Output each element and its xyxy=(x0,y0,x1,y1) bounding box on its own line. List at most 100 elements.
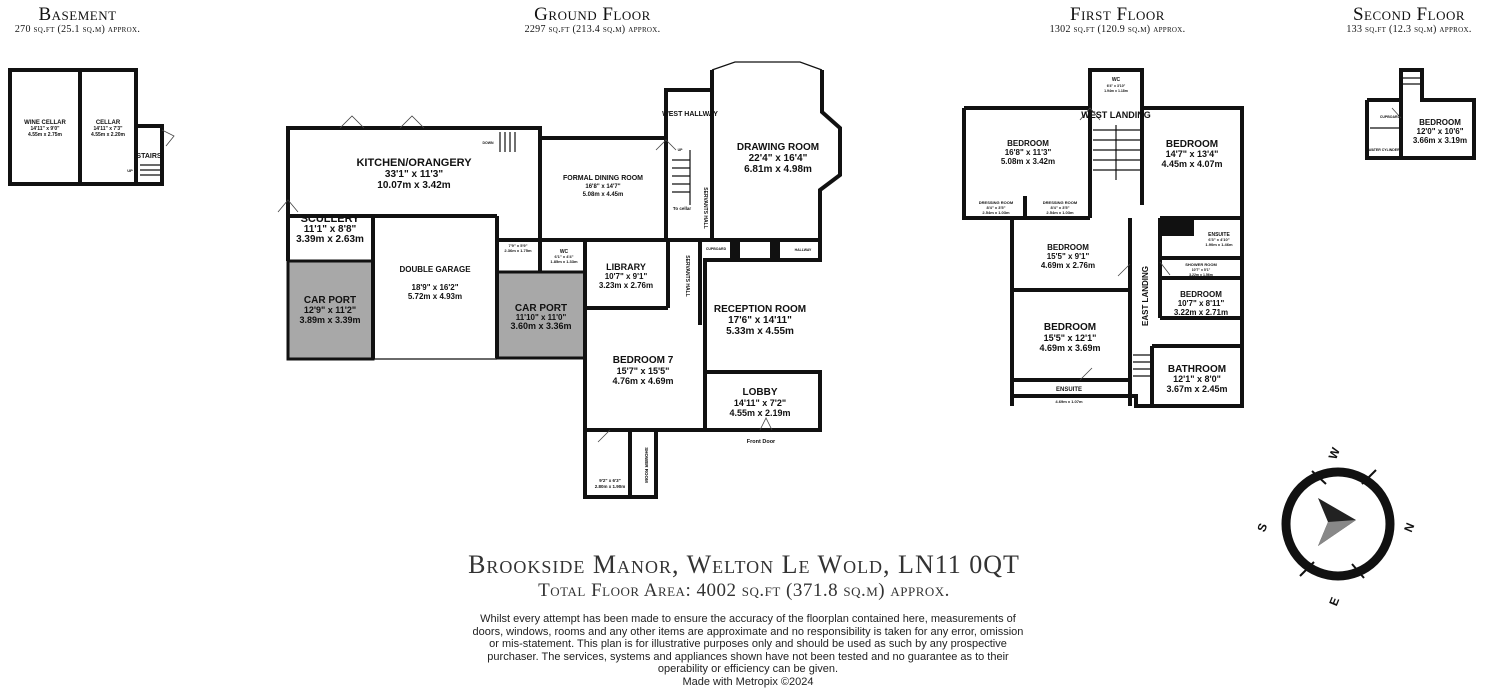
ensuite2-metric: 4.69m x 1.07m xyxy=(1055,399,1083,404)
boiler-imperial: 7'9" x 5'9" xyxy=(508,243,527,248)
car-port-1-metric: 3.89m x 3.39m xyxy=(299,315,360,325)
ground-up-label: UP xyxy=(678,148,684,152)
property-address: Brookside Manor, Welton Le Wold, LN11 0Q… xyxy=(468,550,1020,579)
metropix-credit: Made with Metropix ©2024 xyxy=(682,676,814,688)
basement-plan xyxy=(8,68,175,186)
second-floor-plan xyxy=(1365,68,1476,160)
lobby-metric: 4.55m x 2.19m xyxy=(729,408,790,418)
reception-imperial: 17'6" x 14'11" xyxy=(728,315,792,326)
bed-f3-name: BEDROOM xyxy=(1047,243,1089,252)
garage-imperial: 18'9" x 16'2" xyxy=(412,283,459,292)
bed-f1-imperial: 16'8" x 11'3" xyxy=(1005,148,1052,157)
library-imperial: 10'7" x 9'1" xyxy=(605,272,648,281)
dress1-imperial: 8'4" x 3'5" xyxy=(986,205,1005,210)
shower-first-metric: 3.22m x 1.56m xyxy=(1189,273,1213,277)
reception-name: RECEPTION ROOM xyxy=(714,304,806,315)
scullery-imperial: 11'1" x 8'8" xyxy=(304,224,357,235)
library-name: LIBRARY xyxy=(606,262,646,272)
car-port-2-imperial: 11'10" x 11'0" xyxy=(516,313,567,322)
wc-ground-metric: 1.85m x 1.33m xyxy=(550,259,578,264)
dress2-imperial: 8'4" x 3'5" xyxy=(1050,205,1069,210)
small-room-imperial: 9'2" x 6'3" xyxy=(599,478,620,483)
bathroom-metric: 3.67m x 2.45m xyxy=(1166,384,1227,394)
dress1-name: DRESSING ROOM xyxy=(979,200,1014,205)
wc-first-metric: 1.94m x 1.18m xyxy=(1104,89,1128,93)
shower-ground-name: SHOWER ROOM xyxy=(644,447,649,483)
ground-floor-title: Ground Floor xyxy=(534,4,651,25)
scullery-name: SCULLERY xyxy=(301,213,361,225)
bed-f1-metric: 5.08m x 3.42m xyxy=(1001,157,1055,166)
compass-rose-icon xyxy=(1281,467,1395,581)
second-floor-title: Second Floor xyxy=(1352,4,1466,25)
ensuite1-metric: 1.90m x 1.46m xyxy=(1205,242,1233,247)
second-floor-area: 133 sq.ft (12.3 sq.m) approx. xyxy=(1346,24,1472,35)
compass-n: N xyxy=(1401,521,1417,534)
wc-ground-name: WC xyxy=(560,249,569,255)
shower-first-name: SHOWER ROOM xyxy=(1185,262,1217,267)
bed-f1-name: BEDROOM xyxy=(1007,139,1049,148)
library-metric: 3.23m x 2.76m xyxy=(599,281,653,290)
bed-f2-imperial: 14'7" x 13'4" xyxy=(1166,149,1219,159)
car-port-1-imperial: 12'9" x 11'2" xyxy=(304,305,356,315)
boiler-metric: 2.36m x 1.75m xyxy=(504,248,532,253)
dress2-metric: 2.54m x 1.03m xyxy=(1046,210,1074,215)
drawing-name: DRAWING ROOM xyxy=(737,142,819,153)
car-port-2-name: CAR PORT xyxy=(515,303,567,314)
water-cylinder-label: WATER CYLINDER xyxy=(1368,148,1400,152)
kitchen-metric: 10.07m x 3.42m xyxy=(377,180,450,191)
car-port-2-metric: 3.60m x 3.36m xyxy=(510,321,571,331)
bathroom-imperial: 12'1" x 8'0" xyxy=(1173,374,1221,384)
cupboard-2-label: CUPBOARD xyxy=(1380,115,1401,119)
drawing-metric: 6.81m x 4.98m xyxy=(744,164,812,175)
dress2-name: DRESSING ROOM xyxy=(1043,200,1078,205)
bed-f3-metric: 4.69m x 2.76m xyxy=(1041,261,1095,270)
total-floor-area: Total Floor Area: 4002 sq.ft (371.8 sq.m… xyxy=(538,580,950,601)
ground-down-label: DOWN xyxy=(482,141,494,145)
bed-f5-metric: 4.69m x 3.69m xyxy=(1039,343,1100,353)
front-door-label: Front Door xyxy=(747,439,776,445)
dining-imperial: 16'8" x 14'7" xyxy=(585,184,620,190)
car-port-1-name: CAR PORT xyxy=(304,295,356,306)
ensuite1-imperial: 6'3" x 4'10" xyxy=(1208,237,1229,242)
drawing-imperial: 22'4" x 16'4" xyxy=(749,153,808,164)
lobby-name: LOBBY xyxy=(743,387,778,398)
bed-s1-name: BEDROOM xyxy=(1419,118,1461,127)
east-landing-name: EAST LANDING xyxy=(1141,266,1150,326)
bedroom7-imperial: 15'7" x 15'5" xyxy=(617,366,670,376)
servants-hall-2-label: SERVANTS HALL xyxy=(684,255,690,296)
garage-name: DOUBLE GARAGE xyxy=(399,265,471,274)
ensuite1-name: ENSUITE xyxy=(1208,232,1230,238)
first-floor-plan xyxy=(962,68,1244,408)
kitchen-name: KITCHEN/ORANGERY xyxy=(356,157,472,169)
dress1-metric: 2.54m x 1.03m xyxy=(982,210,1010,215)
bed-f4-name: BEDROOM xyxy=(1180,290,1222,299)
ground-floor-plan xyxy=(277,61,842,499)
wine-cellar-name: WINE CELLAR xyxy=(24,120,66,126)
bed-f5-name: BEDROOM xyxy=(1044,322,1096,333)
cellar-imperial: 14'11" x 7'3" xyxy=(93,126,123,132)
bathroom-name: BATHROOM xyxy=(1168,364,1226,375)
basement-up-label: UP xyxy=(127,168,133,173)
bedroom7-metric: 4.76m x 4.69m xyxy=(612,376,673,386)
wine-cellar-metric: 4.55m x 2.75m xyxy=(28,132,62,138)
bed-f3-imperial: 15'5" x 9'1" xyxy=(1047,252,1090,261)
ensuite2-name: ENSUITE xyxy=(1056,387,1082,393)
basement-area: 270 sq.ft (25.1 sq.m) approx. xyxy=(14,24,141,35)
bed-s1-metric: 3.66m x 3.19m xyxy=(1413,136,1467,145)
hallway-small-label: HALLWAY xyxy=(795,248,812,252)
compass-w: W xyxy=(1326,445,1343,461)
wine-cellar-imperial: 14'11" x 9'0" xyxy=(30,126,60,132)
boiler-name: BOILER ROOM xyxy=(502,238,535,243)
lobby-imperial: 14'11" x 7'2" xyxy=(734,398,786,408)
first-floor-title: First Floor xyxy=(1070,4,1165,25)
bed-f2-name: BEDROOM xyxy=(1166,139,1218,150)
west-landing-name: WEST LANDING xyxy=(1081,110,1151,120)
bed-f5-imperial: 15'5" x 12'1" xyxy=(1044,333,1097,343)
disclaimer-text: Whilst every attempt has been made to en… xyxy=(472,613,1024,676)
wc-ground-imperial: 6'1" x 4'4" xyxy=(554,254,573,259)
cupboard-1-label: CUPBOARD xyxy=(706,247,727,251)
bed-f2-metric: 4.45m x 4.07m xyxy=(1161,159,1222,169)
bed-f4-metric: 3.22m x 2.71m xyxy=(1174,308,1228,317)
servants-hall-1-label: SERVANTS HALL xyxy=(702,187,708,228)
